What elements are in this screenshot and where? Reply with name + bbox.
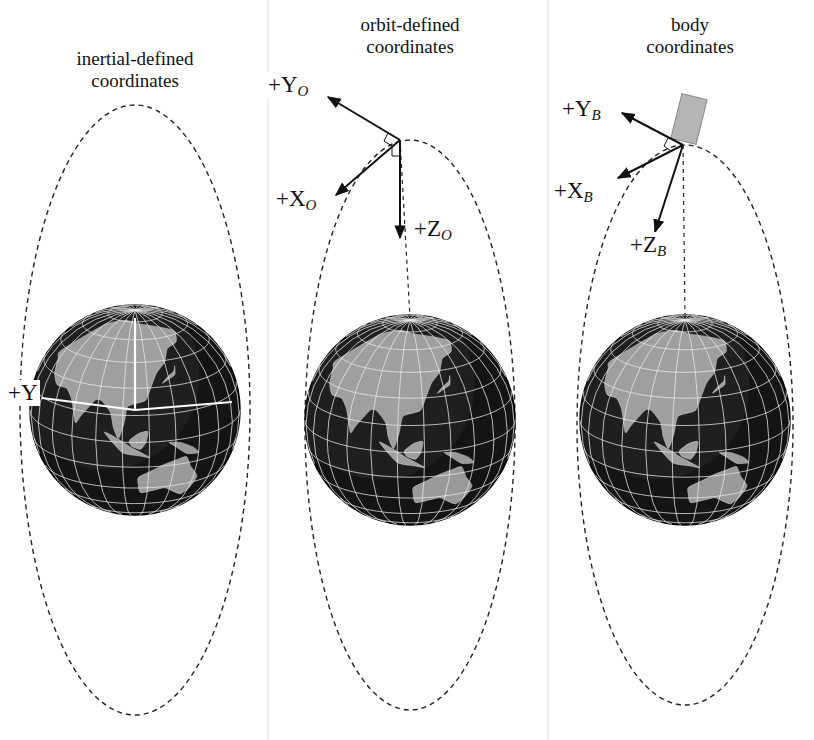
panel-title: inertial-defined coordinates [55,48,215,92]
axis-label: +Y [6,380,40,406]
panel-divider [548,0,549,740]
body-axes [618,113,683,232]
axis-label: +ZO [412,216,454,242]
panel-title: body coordinates [630,14,750,58]
earth-globe [561,291,791,526]
globe-highlight [561,291,750,480]
earth-globes [11,281,791,526]
landmass [719,452,749,463]
axis-label: +ZB [628,232,668,258]
nadir-line [683,145,685,318]
nadir-line [400,140,410,318]
landmass [169,442,199,453]
satellite [671,94,707,145]
axis-label: +XO [274,186,318,212]
globe-highlight [11,281,200,470]
axis-label: +YO [266,72,310,98]
earth-globe [11,281,241,516]
axis-label: +XB [552,178,595,204]
inertial-axes [42,318,232,410]
orbit-axes [328,97,400,238]
panel-divider [268,0,269,740]
axis-label: +YB [560,96,603,122]
landmass [444,452,474,463]
panel-title: orbit-defined coordinates [330,14,490,58]
earth-globe [286,291,516,526]
globe-highlight [286,291,475,480]
